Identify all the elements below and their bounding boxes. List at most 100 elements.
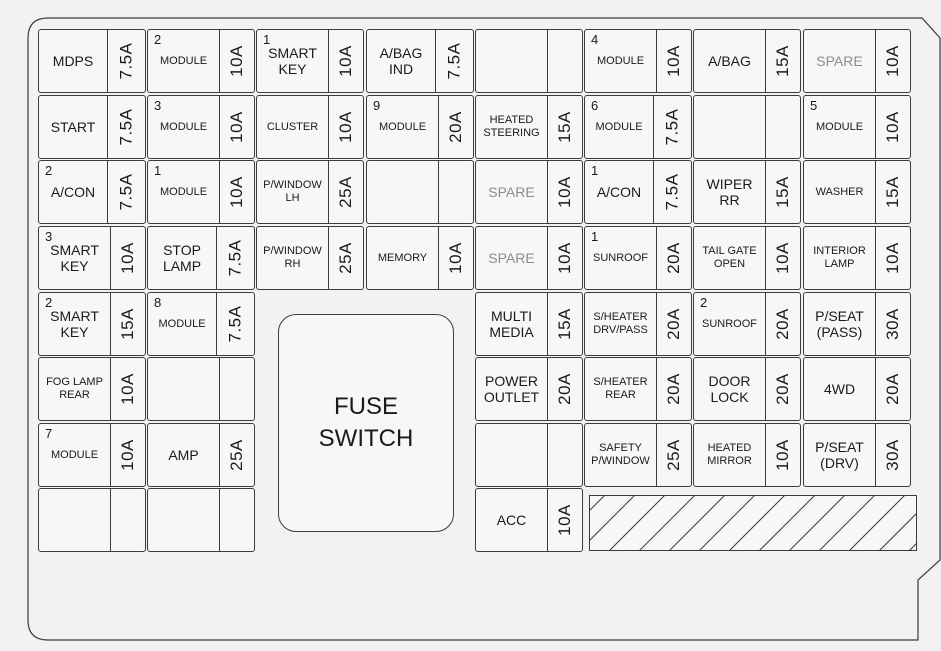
fuse-rating-cell: 7.5A [216,293,254,355]
fuse-index: 7 [45,426,53,441]
fuse-name: SUNROOF [702,317,757,330]
fuse-name: P/WINDOW LH [263,179,322,204]
fuse-rating-cell: 10A [547,489,582,551]
fuse-rating: 10A [664,45,683,77]
fuse-rating: 7.5A [116,42,136,80]
fuse-rating: 25A [336,176,355,208]
fuse-name: SMART KEY [268,44,317,77]
fuse-label: MEMORY [367,227,438,289]
fuse-label: DOOR LOCK [694,358,765,420]
fuse-rating-cell: 10A [328,30,363,92]
hatched-area [589,495,917,551]
fuse-rating-cell: 10A [219,96,254,158]
fuse-name: A/CON [50,183,96,200]
fuse-slot: P/SEAT (PASS)30A [803,292,911,356]
fuse-rating-cell [547,424,582,486]
fuse-name: 4WD [823,380,856,397]
fuse-rating-cell: 7.5A [653,161,691,223]
fuse-slot [693,95,801,159]
fuse-label [694,96,765,158]
fuse-slot [147,488,255,552]
fuse-index: 9 [373,98,381,113]
fuse-rating: 10A [227,45,246,77]
fuse-slot: START 7.5A [38,95,146,159]
fuse-label: START [39,96,107,158]
fuse-rating-cell: 30A [875,424,910,486]
fuse-index: 8 [154,295,162,310]
fuse-rating-cell: 10A [110,424,145,486]
fuse-slot [366,160,474,224]
fuse-rating-cell [765,96,800,158]
fuse-slot: MDPS 7.5A [38,29,146,93]
fuse-name: SMART KEY [50,307,99,340]
fuse-rating-cell: 20A [547,358,582,420]
fuse-rating: 10A [227,111,246,143]
hatch-line [589,495,606,512]
fuse-rating-cell: 15A [765,161,800,223]
fuse-name: A/CON [596,183,642,200]
fuse-rating: 20A [446,111,465,143]
fuse-name: WASHER [815,185,864,198]
fuse-index: 1 [591,163,599,178]
fuse-label: S/HEATER REAR [585,358,656,420]
fuse-name: ACC [496,511,527,528]
fuse-slot: P/WINDOW LH 25A [256,160,364,224]
fuse-rating-cell: 15A [875,161,910,223]
fuse-name: A/BAG [708,52,751,69]
fuse-label: CLUSTER [257,96,328,158]
fuse-rating: 30A [883,439,902,471]
fuse-rating: 10A [555,176,574,208]
fuse-rating-cell [219,489,254,551]
fuse-rating: 15A [883,176,902,208]
fuse-rating: 7.5A [116,108,136,146]
fuse-name: S/HEATER REAR [593,376,648,401]
fuse-index: 4 [591,32,599,47]
hatch-line [848,495,906,551]
fuse-rating-cell: 15A [547,293,582,355]
fuse-index: 1 [154,163,162,178]
fuse-rating: 10A [118,242,137,274]
fuse-rating-cell: 10A [547,227,582,289]
fuse-name: SPARE [488,249,535,266]
fuse-name: CLUSTER [266,120,319,133]
fuse-name: HEATED STEERING [483,114,540,139]
fuse-rating-cell [110,489,145,551]
fuse-index: 1 [263,32,271,47]
fuse-rating: 15A [773,176,792,208]
fuse-name: MDPS [52,52,94,69]
fuse-name: P/SEAT (DRV) [815,438,864,471]
fuse-rating-cell: 20A [765,293,800,355]
fuse-rating: 7.5A [444,42,464,80]
fuse-rating-cell: 20A [765,358,800,420]
fuse-switch-line1: FUSE [333,392,398,420]
fuse-name: MODULE [158,317,206,330]
fuse-rating: 10A [118,439,137,471]
fuse-rating-cell: 7.5A [107,96,145,158]
hatch-line [758,495,816,551]
fuse-switch-box: FUSE SWITCH [278,314,454,532]
fuse-rating-cell [219,358,254,420]
fuse-label: INTERIOR LAMP [804,227,875,289]
fuse-rating-cell [547,30,582,92]
fuse-label: SPARE [804,30,875,92]
fuse-name: SUNROOF [593,251,648,264]
